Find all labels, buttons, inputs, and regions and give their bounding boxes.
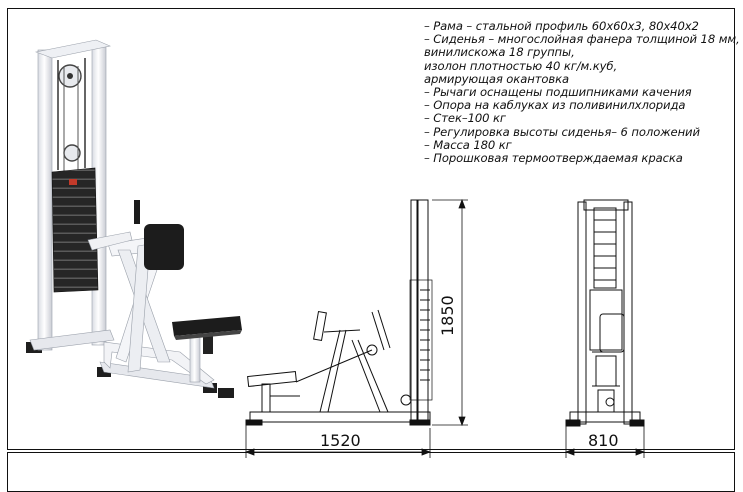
spec-line: – Порошковая термоотверждаемая краска: [424, 151, 683, 166]
spec-line: изолон плотностью 40 кг/м.куб,: [424, 58, 618, 73]
drawing-frame: [7, 8, 735, 450]
spec-line: – Опора на каблуках из поливинилхлорида: [424, 98, 686, 113]
spec-line: – Стек–100 кг: [424, 111, 506, 126]
spec-line: армирующая окантовка: [424, 71, 569, 86]
side-view-drawing: [245, 199, 433, 426]
width-dimension: 810: [588, 431, 619, 450]
height-dimension: 1850: [438, 295, 457, 336]
spec-list: – Рама – стальной профиль 60х60х3, 80х40…: [424, 19, 740, 166]
machine-render: [26, 39, 242, 398]
drawings: 1520 1850 810: [26, 39, 646, 458]
dimension-lines-side: [244, 198, 468, 458]
front-view-drawing: [565, 199, 645, 427]
spec-line: – Сиденья – многослойная фанера толщиной…: [424, 32, 740, 47]
spec-line: – Рама – стальной профиль 60х60х3, 80х40…: [424, 19, 699, 33]
length-dimension: 1520: [320, 431, 361, 450]
dimension-lines-front: [564, 426, 646, 458]
spec-line: – Масса 180 кг: [424, 137, 512, 152]
spec-line: – Регулировка высоты сиденья– 6 положени…: [424, 124, 700, 139]
spec-line: – Рычаги оснащены подшипниками качения: [424, 85, 692, 100]
spec-line: винилискожа 18 группы,: [424, 45, 575, 60]
